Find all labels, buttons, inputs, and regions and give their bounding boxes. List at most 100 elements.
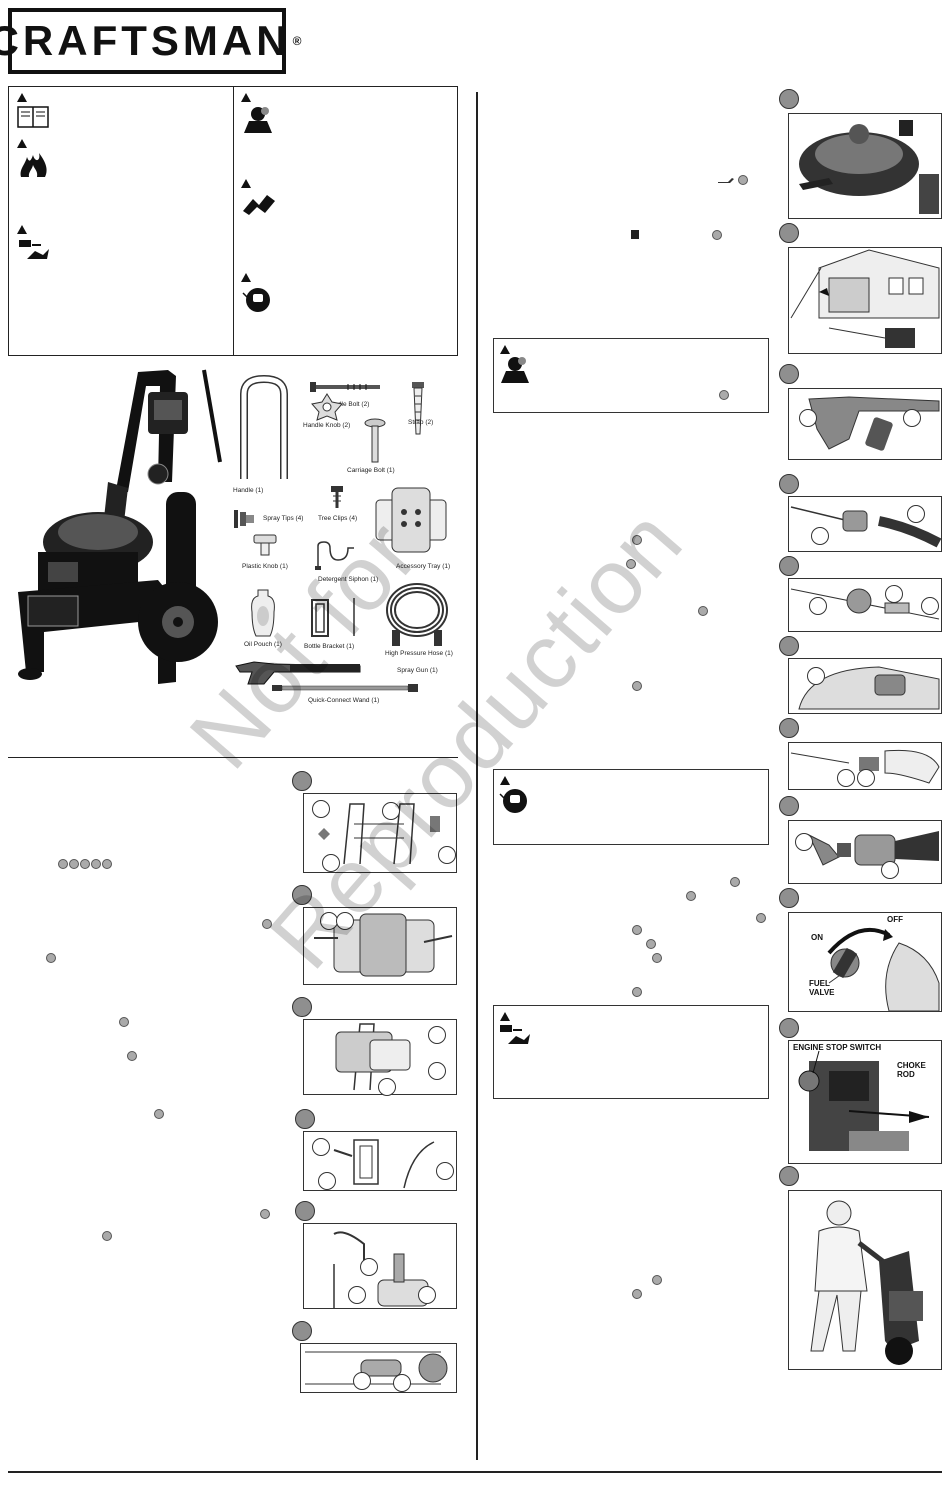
- step-dot: [652, 953, 662, 963]
- step-dot: [632, 535, 642, 545]
- callout-circle: [360, 1258, 378, 1276]
- step-dot: [154, 1109, 164, 1119]
- spray-injection-warning-box: [493, 1005, 769, 1099]
- step-badge: [779, 364, 799, 384]
- part-label-handle-bolt: Handle Bolt (2): [326, 401, 370, 408]
- callout-circle: [312, 1138, 330, 1156]
- carbon-monoxide-icon: [501, 357, 529, 383]
- figure-fuel-valve: OFF ON FUEL VALVE: [788, 912, 942, 1012]
- step-badge: [292, 1321, 312, 1341]
- part-label-quick-connect-wand: Quick-Connect Wand (1): [308, 697, 380, 704]
- step-dot: [646, 939, 656, 949]
- section-divider: [8, 757, 458, 758]
- step-badge: [779, 1166, 799, 1186]
- callout-circle: [837, 769, 855, 787]
- step-badge: [779, 1018, 799, 1038]
- step-dot: [632, 925, 642, 935]
- callout-circle: [811, 527, 829, 545]
- step-dot: [719, 390, 729, 400]
- fuel-can-icon: [631, 230, 639, 239]
- carbon-monoxide-icon: [244, 107, 272, 133]
- callout-circle: [799, 409, 817, 427]
- tree-clips-part: [331, 486, 343, 508]
- step-badge: [779, 474, 799, 494]
- step-badge: [295, 1201, 315, 1221]
- spray-gun-part: [235, 661, 361, 685]
- part-label-bottle-bracket: Bottle Bracket (1): [304, 643, 355, 650]
- oil-pouch-part: [251, 589, 275, 637]
- callout-circle: [428, 1026, 446, 1044]
- step-dot: [756, 913, 766, 923]
- figure-hose-thread: [788, 496, 942, 552]
- callout-circle: [353, 1372, 371, 1390]
- figure-operator-starting: [788, 1190, 942, 1370]
- step-dot: [730, 877, 740, 887]
- step-badge: [779, 636, 799, 656]
- warning-triangle-icon: [17, 225, 27, 234]
- figure-spray-gun: [788, 388, 942, 460]
- step-dot: [102, 1231, 112, 1241]
- step-badge: [779, 556, 799, 576]
- moving-parts-icon: [243, 195, 275, 215]
- carbon-monoxide-warning-box: [493, 338, 769, 413]
- step-dot: [80, 859, 90, 869]
- callout-circle: [438, 846, 456, 864]
- part-label-spray-gun: Spray Gun (1): [397, 667, 438, 674]
- step-dot: [102, 859, 112, 869]
- part-label-high-pressure-hose: High Pressure Hose (1): [385, 650, 453, 657]
- step-dot: [119, 1017, 129, 1027]
- spray-tips-part: [234, 510, 254, 528]
- step-badge: [779, 718, 799, 738]
- step-badge: [779, 888, 799, 908]
- figure-engine-controls: ENGINE STOP SWITCH CHOKE ROD: [788, 1040, 942, 1164]
- handle-bolt-part: [310, 382, 380, 392]
- step-badge: [779, 796, 799, 816]
- warning-triangle-icon: [500, 345, 510, 354]
- figure-trigger-lock: [788, 658, 942, 714]
- pressure-washer-illustration: [18, 369, 222, 684]
- part-label-carriage-bolt: Carriage Bolt (1): [347, 467, 395, 474]
- callout-circle: [393, 1374, 411, 1392]
- callout-circle: [382, 802, 400, 820]
- fire-hazard-icon: [20, 153, 47, 177]
- warning-triangle-icon: [500, 776, 510, 785]
- callout-circle: [418, 1286, 436, 1304]
- callout-circle: [378, 1078, 396, 1096]
- part-label-spray-tips: Spray Tips (4): [263, 515, 304, 522]
- warning-triangle-icon: [17, 93, 27, 102]
- carriage-bolt-part: [364, 418, 386, 463]
- eye-protection-warning-box: [493, 769, 769, 845]
- step-dot: [632, 681, 642, 691]
- engine-stop-switch-label: ENGINE STOP SWITCH: [793, 1043, 882, 1052]
- spray-injection-icon: [19, 240, 49, 259]
- step-dot: [632, 987, 642, 997]
- plastic-knob-part: [253, 534, 277, 556]
- part-label-strap: Strap (2): [408, 419, 434, 426]
- eye-protection-icon: [242, 288, 270, 312]
- figure-wand-connect: [788, 578, 942, 632]
- inline-step-dots: [58, 859, 112, 869]
- quick-connect-wand-part: [272, 684, 418, 692]
- step-dot: [738, 175, 748, 185]
- step-dot: [69, 859, 79, 869]
- safety-warnings-box: [8, 86, 458, 356]
- logo-text: CRAFTSMAN: [0, 17, 291, 64]
- step-dot: [260, 1209, 270, 1219]
- spray-injection-icon: [500, 1025, 530, 1044]
- step-dot: [626, 559, 636, 569]
- warning-triangle-icon: [241, 273, 251, 282]
- callout-circle: [907, 505, 925, 523]
- step-dot: [632, 1289, 642, 1299]
- bottle-bracket-part: [311, 598, 355, 637]
- callout-circle: [322, 854, 340, 872]
- eye-protection-icon: [499, 789, 527, 813]
- warning-triangle-icon: [241, 93, 251, 102]
- step-dot: [91, 859, 101, 869]
- step-dot: [262, 919, 272, 929]
- figure-engine-oil: [788, 113, 942, 219]
- step-badge: [779, 223, 799, 243]
- part-label-accessory-tray: Accessory Tray (1): [396, 563, 451, 570]
- step-badge: [779, 89, 799, 109]
- callout-circle: [881, 861, 899, 879]
- registered-mark-icon: ®: [292, 34, 306, 48]
